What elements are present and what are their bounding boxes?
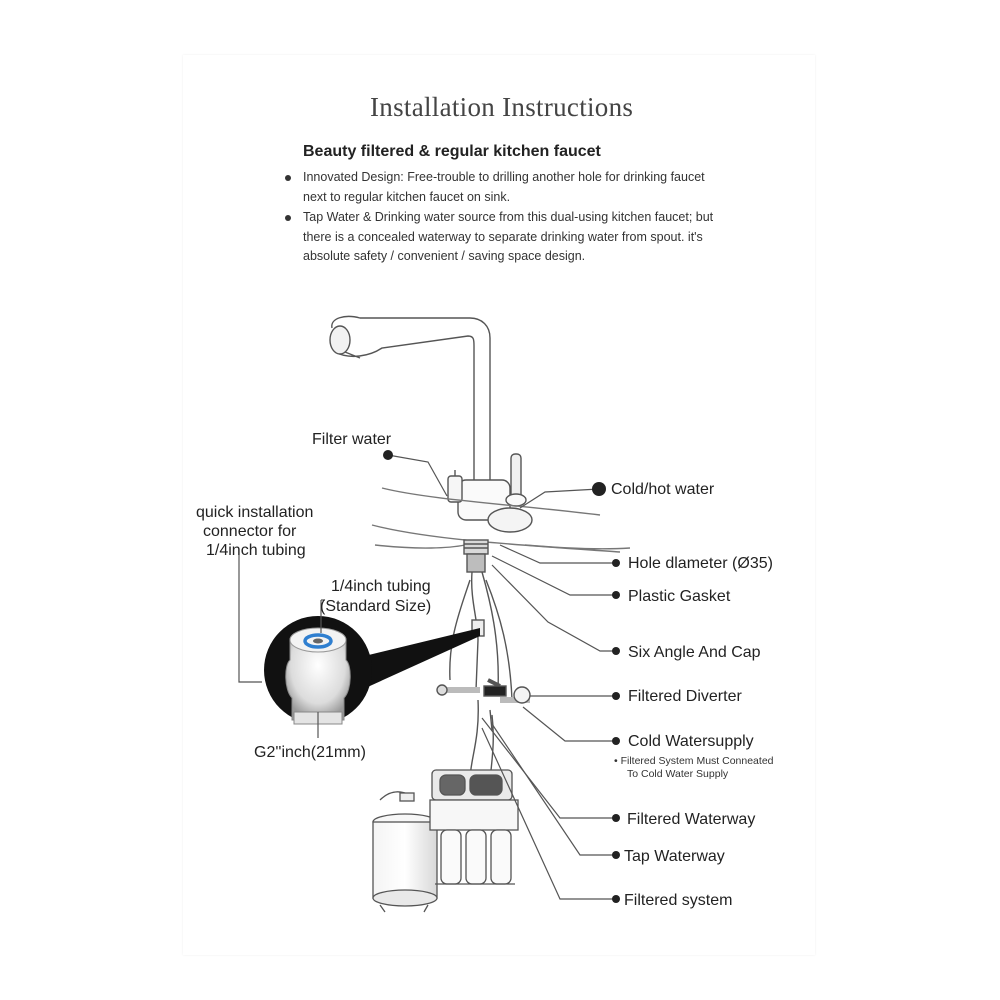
cold-hot-water-label: Cold/hot water	[611, 481, 715, 498]
cold-watersupply-note-1: • Filtered System Must Conneated	[614, 755, 774, 767]
plastic-gasket-dot	[612, 591, 620, 599]
page-title: Installation Instructions	[370, 92, 634, 122]
thread-size-label: G2''inch(21mm)	[254, 744, 366, 761]
filtered-system-label: Filtered system	[624, 892, 732, 909]
tap-waterway-dot	[612, 851, 620, 859]
connector-label-1: quick installation	[196, 504, 313, 521]
hole-diameter-dot	[612, 559, 620, 567]
feature-bullet-design: Innovated Design: Free-trouble to drilli…	[285, 168, 715, 207]
bullet-text: Innovated Design: Free-trouble to drilli…	[303, 170, 705, 204]
cold-watersupply-note-2: To Cold Water Supply	[627, 768, 729, 780]
faucet-drawing	[329, 315, 631, 781]
six-angle-cap-dot	[612, 647, 620, 655]
filtered-waterway-label: Filtered Waterway	[627, 811, 755, 828]
cold-hot-water-dot	[592, 482, 606, 496]
connector-inset	[264, 616, 480, 725]
six-angle-cap-label: Six Angle And Cap	[628, 644, 761, 661]
product-subtitle: Beauty filtered & regular kitchen faucet	[303, 143, 601, 160]
right-leaders	[387, 454, 616, 900]
filtered-waterway-dot	[612, 814, 620, 822]
tubing-size-label-1: 1/4inch tubing	[331, 578, 431, 595]
cold-watersupply-label: Cold Watersupply	[628, 733, 754, 750]
tubing-size-label-2: (Standard Size)	[320, 598, 431, 615]
connector-label-2: connector for	[203, 523, 297, 540]
filtered-diverter-label: Filtered Diverter	[628, 688, 742, 705]
callout-dots	[383, 450, 620, 903]
connector-label-3: 1/4inch tubing	[206, 542, 306, 559]
filtered-system-dot	[612, 895, 620, 903]
filter-system-drawing	[372, 769, 519, 913]
bullet-icon	[285, 175, 291, 181]
left-leaders	[238, 555, 325, 738]
bullet-icon	[285, 215, 291, 221]
filter-water-dot	[383, 450, 393, 460]
cold-watersupply-dot	[612, 737, 620, 745]
plastic-gasket-label: Plastic Gasket	[628, 588, 731, 605]
feature-bullet-water-source: Tap Water & Drinking water source from t…	[285, 208, 715, 267]
hole-diameter-label: Hole dlameter (Ø35)	[628, 555, 773, 572]
bullet-text: Tap Water & Drinking water source from t…	[303, 210, 714, 263]
tap-waterway-label: Tap Waterway	[624, 848, 725, 865]
filter-water-label: Filter water	[312, 431, 392, 448]
filtered-diverter-dot	[612, 692, 620, 700]
